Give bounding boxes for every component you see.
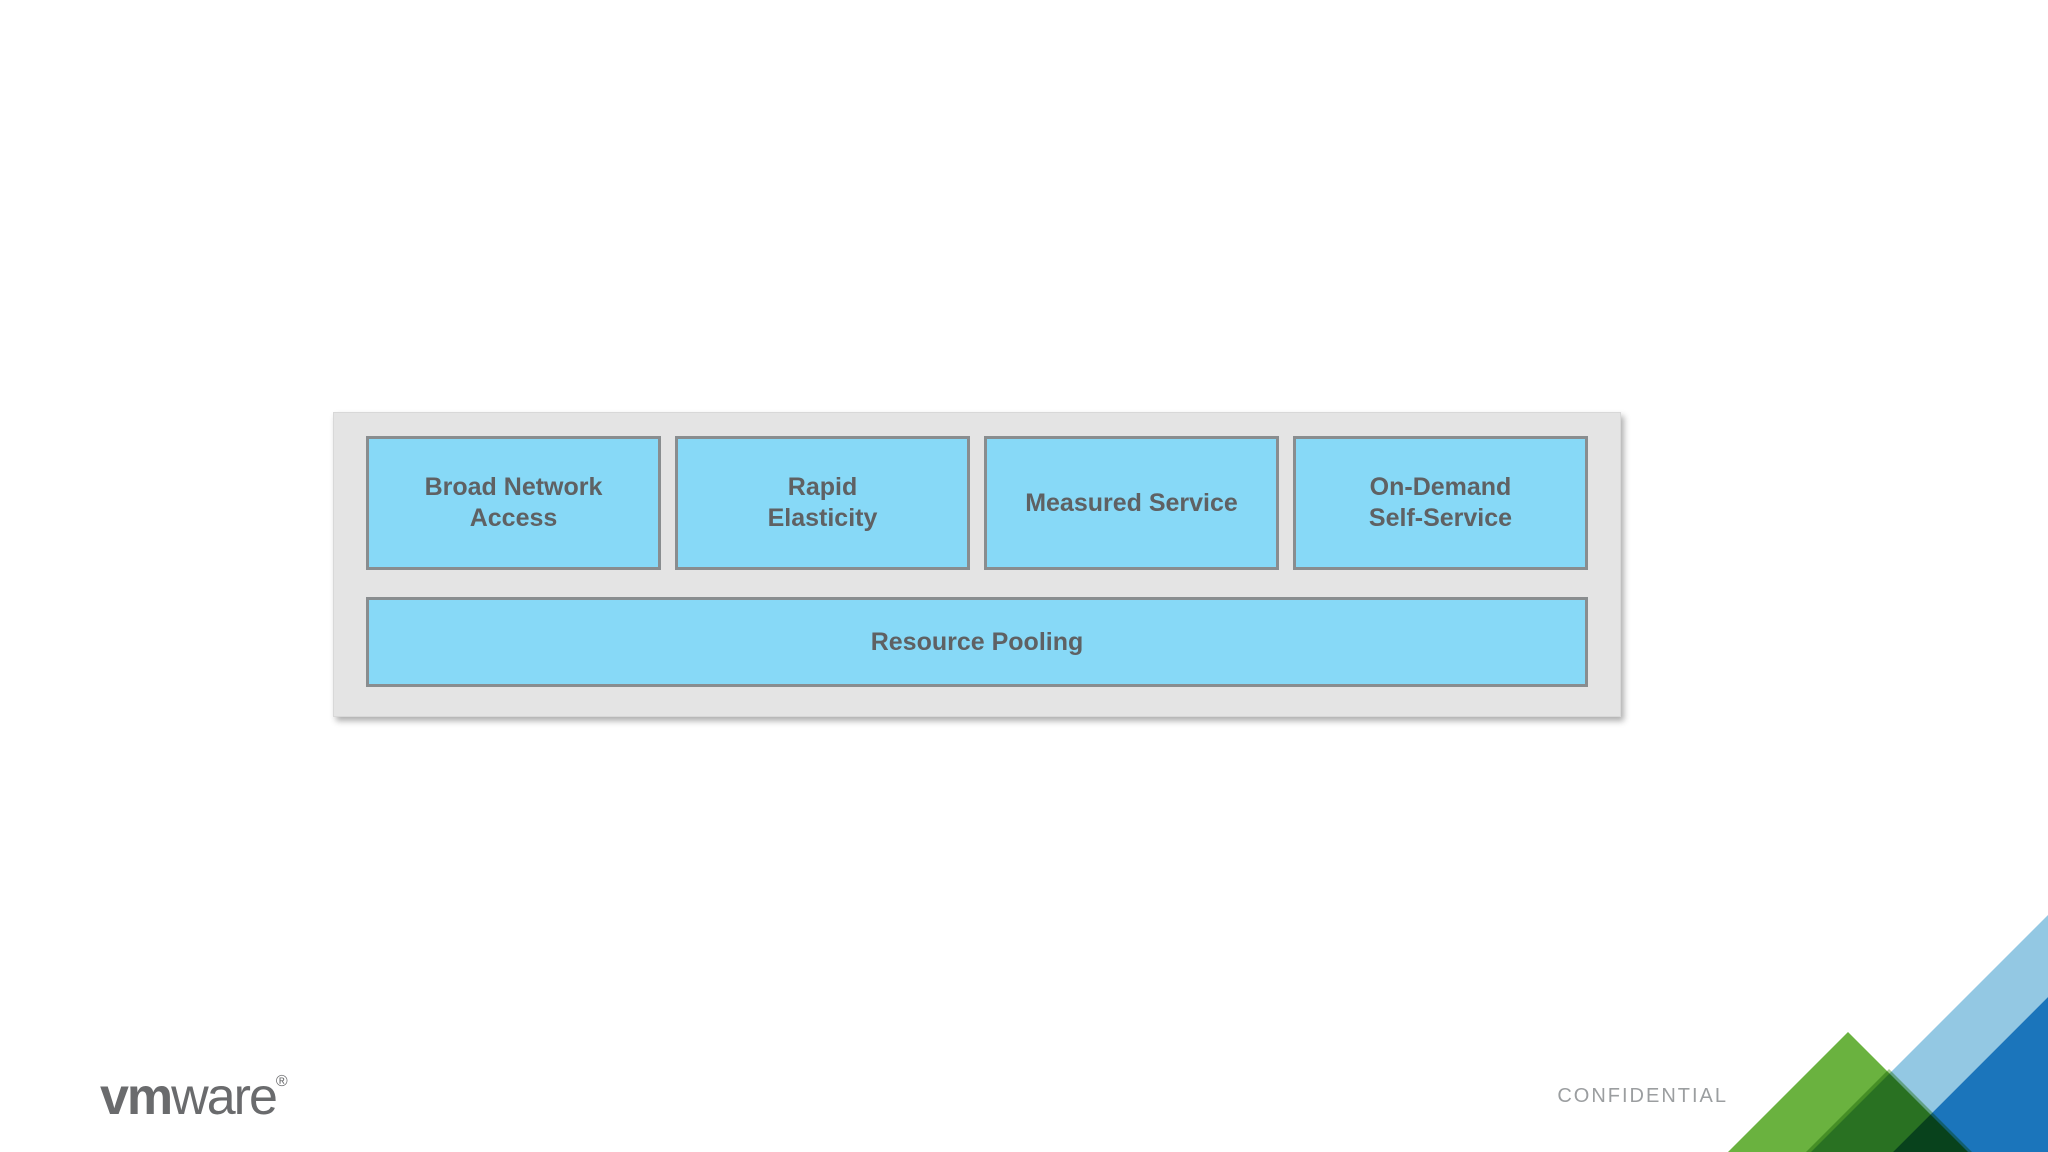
characteristics-row: Broad Network Access Rapid Elasticity Me… <box>366 436 1588 570</box>
box-label-line: Self-Service <box>1368 504 1513 532</box>
cloud-characteristics-panel: Broad Network Access Rapid Elasticity Me… <box>333 412 1621 717</box>
box-rapid-elasticity: Rapid Elasticity <box>675 436 970 570</box>
box-measured-service: Measured Service <box>984 436 1279 570</box>
vmware-logo: vmware® <box>100 1067 288 1127</box>
box-resource-pooling: Resource Pooling <box>366 597 1588 687</box>
vmware-logo-ware: ware <box>171 1068 278 1126</box>
box-label-line: Elasticity <box>767 504 878 532</box>
box-label-line: Broad Network <box>424 473 603 501</box>
registered-trademark-icon: ® <box>275 1073 288 1090</box>
confidential-label: CONFIDENTIAL <box>1557 1085 1728 1107</box>
box-broad-network-access: Broad Network Access <box>366 436 661 570</box>
corner-green-overlay-triangle <box>1806 1069 1972 1152</box>
corner-art <box>1728 915 2048 1152</box>
box-label-line: Rapid <box>787 473 858 501</box>
box-label-line: Access <box>469 504 558 532</box>
box-label-line: Resource Pooling <box>870 627 1084 656</box>
box-on-demand-self-service: On-Demand Self-Service <box>1293 436 1588 570</box>
box-label-line: On-Demand <box>1369 473 1512 501</box>
box-label-line: Measured Service <box>1025 488 1238 517</box>
vmware-logo-vm: vm <box>100 1068 173 1126</box>
